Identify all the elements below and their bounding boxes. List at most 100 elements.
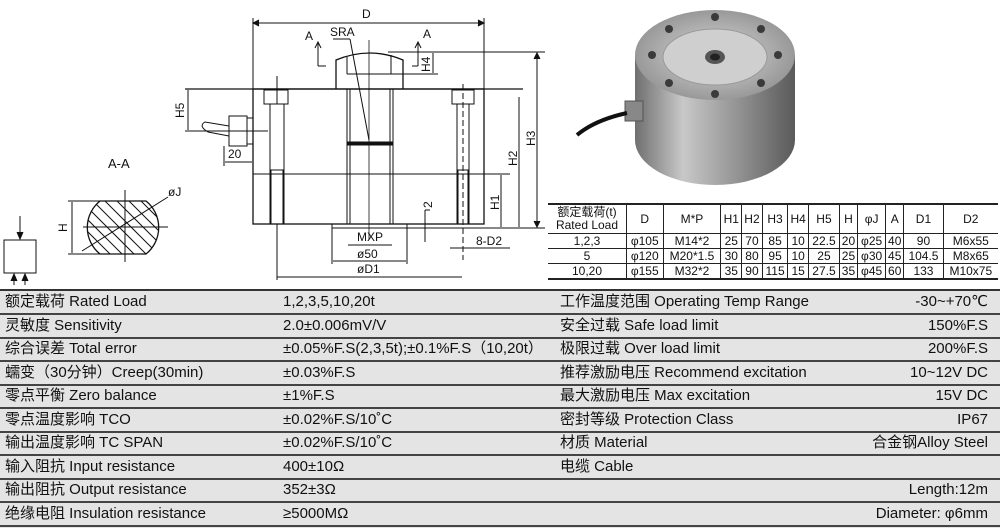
spec-label: 零点平衡 Zero balance (5, 387, 157, 404)
spec-label: 综合误差 Total error (5, 340, 137, 357)
table-cell: 85 (761, 233, 788, 249)
label-mxp: MXP (357, 230, 383, 244)
label-j: øJ (168, 185, 181, 199)
header-cell: D (626, 204, 663, 234)
spec-value: ±0.03%F.S (283, 363, 356, 381)
table-cell: 40 (885, 233, 904, 249)
dimension-table-header: 额定载荷(t)Rated Load D M*P H1 H2 H3 H4 H5 H… (548, 204, 998, 234)
label-h4: H4 (419, 56, 433, 72)
header-cell: H (838, 204, 858, 234)
label-h5: H5 (173, 102, 187, 118)
label-dd1: øD1 (357, 262, 380, 276)
spec-value: ±0.02%F.S/10˚C (283, 410, 393, 428)
header-rated-load: 额定载荷(t)Rated Load (548, 204, 627, 234)
table-cell: 1,2,3 (573, 234, 601, 248)
table-cell: 25 (720, 233, 742, 249)
spec-label: 工作温度范围 Operating Temp Range (560, 293, 809, 310)
label-8-d2: 8-D2 (476, 234, 502, 248)
spec-row: 零点温度影响 TCO ±0.02%F.S/10˚C 密封等级 Protection … (0, 409, 1000, 433)
spec-label: 电缆 Cable (560, 457, 634, 475)
spec-value: 200%F.S (927, 340, 988, 357)
spec-label: 蠕变（30分钟）Creep(30min) (5, 363, 204, 381)
spec-label: 输入阻抗 Input resistance (5, 457, 176, 475)
spec-value: Diameter: φ6mm (875, 504, 988, 522)
table-cell: M6x55 (942, 233, 998, 249)
table-cell: 25 (808, 248, 840, 264)
technical-drawing: A-A øJ H D SRA A A H4 (3, 7, 545, 285)
spec-value: Length:12m (908, 481, 988, 498)
specification-table: 额定载荷 Rated Load 1,2,3,5,10,20t 工作温度范围 Oper… (0, 289, 1000, 528)
table-cell: 30 (720, 248, 742, 264)
label-d50: ø50 (357, 247, 378, 261)
label-a-left: A (305, 29, 313, 43)
table-cell: M20*1.5 (662, 248, 721, 264)
spec-value: 合金钢Alloy Steel (872, 434, 988, 451)
table-cell: φ45 (857, 263, 886, 279)
spec-value: 2.0±0.006mV/V (283, 316, 387, 334)
table-cell: 115 (761, 263, 788, 279)
label-h2: H2 (506, 150, 520, 166)
table-cell: φ120 (626, 248, 663, 264)
header-cell: H2 (741, 204, 763, 234)
label-20: 20 (228, 147, 242, 161)
spec-value: 1,2,3,5,10,20t (283, 293, 375, 310)
header-cell: φJ (857, 204, 886, 234)
spec-row: 额定载荷 Rated Load 1,2,3,5,10,20t 工作温度范围 Oper… (0, 291, 1000, 315)
table-cell: 25 (838, 248, 858, 264)
table-cell: 104.5 (903, 248, 944, 264)
header-cell: H4 (787, 204, 809, 234)
label-d: D (362, 7, 371, 21)
load-cell-photo (575, 10, 795, 185)
table-cell: 35 (720, 263, 742, 279)
header-cell: H3 (761, 204, 788, 234)
load-direction-diagram (3, 216, 37, 285)
table-cell: 22.5 (808, 233, 840, 249)
table-cell: φ105 (626, 233, 663, 249)
table-cell: M8x65 (942, 248, 998, 264)
spec-label: 密封等级 Protection Class (560, 410, 734, 428)
label-h1: H1 (488, 194, 502, 210)
spec-label: 安全过载 Safe load limit (560, 316, 719, 334)
spec-label: 输出阻抗 Output resistance (5, 481, 187, 498)
header-cell: D1 (903, 204, 944, 234)
spec-value: ≥5000MΩ (283, 504, 349, 522)
table-cell: φ25 (857, 233, 886, 249)
table-cell: 20 (838, 233, 858, 249)
table-cell: 5 (583, 249, 591, 263)
spec-value: ±0.05%F.S(2,3,5t);±0.1%F.S（10,20t） (283, 340, 543, 357)
table-cell: 60 (885, 263, 904, 279)
table-cell: 80 (741, 248, 763, 264)
header-cell: M*P (662, 204, 721, 234)
spec-label: 输出温度影响 TC SPAN (5, 434, 164, 451)
spec-value: 150%F.S (927, 316, 988, 334)
spec-label: 极限过载 Over load limit (560, 340, 721, 357)
table-cell: 133 (903, 263, 944, 279)
table-cell: 35 (838, 263, 858, 279)
spec-value: 400±10Ω (283, 457, 345, 475)
header-cell: H1 (720, 204, 742, 234)
spec-label: 推荐激励电压 Recommend excitation (560, 363, 807, 381)
table-cell: 95 (761, 248, 788, 264)
table-cell: φ155 (626, 263, 663, 279)
spec-value: ±0.02%F.S/10˚C (283, 434, 393, 451)
spec-value: 10~12V DC (910, 363, 988, 381)
section-label: A-A (108, 156, 130, 171)
table-cell: 10 (787, 233, 809, 249)
spec-row: 输入阻抗 Input resistance 400±10Ω 电缆 Cable (0, 456, 1000, 480)
spec-label: 额定载荷 Rated Load (5, 293, 147, 310)
spec-value: ±1%F.S (283, 387, 335, 404)
spec-value: IP67 (957, 410, 988, 428)
spec-label: 零点温度影响 TCO (5, 410, 131, 428)
label-h3: H3 (524, 130, 538, 146)
table-cell: 90 (903, 233, 944, 249)
table-cell: 10 (787, 248, 809, 264)
table-cell: 70 (741, 233, 763, 249)
spec-label: 材质 Material (560, 434, 648, 451)
table-cell: 90 (741, 263, 763, 279)
section-a-a: A-A øJ H (56, 156, 181, 262)
table-cell: M32*2 (662, 263, 721, 279)
